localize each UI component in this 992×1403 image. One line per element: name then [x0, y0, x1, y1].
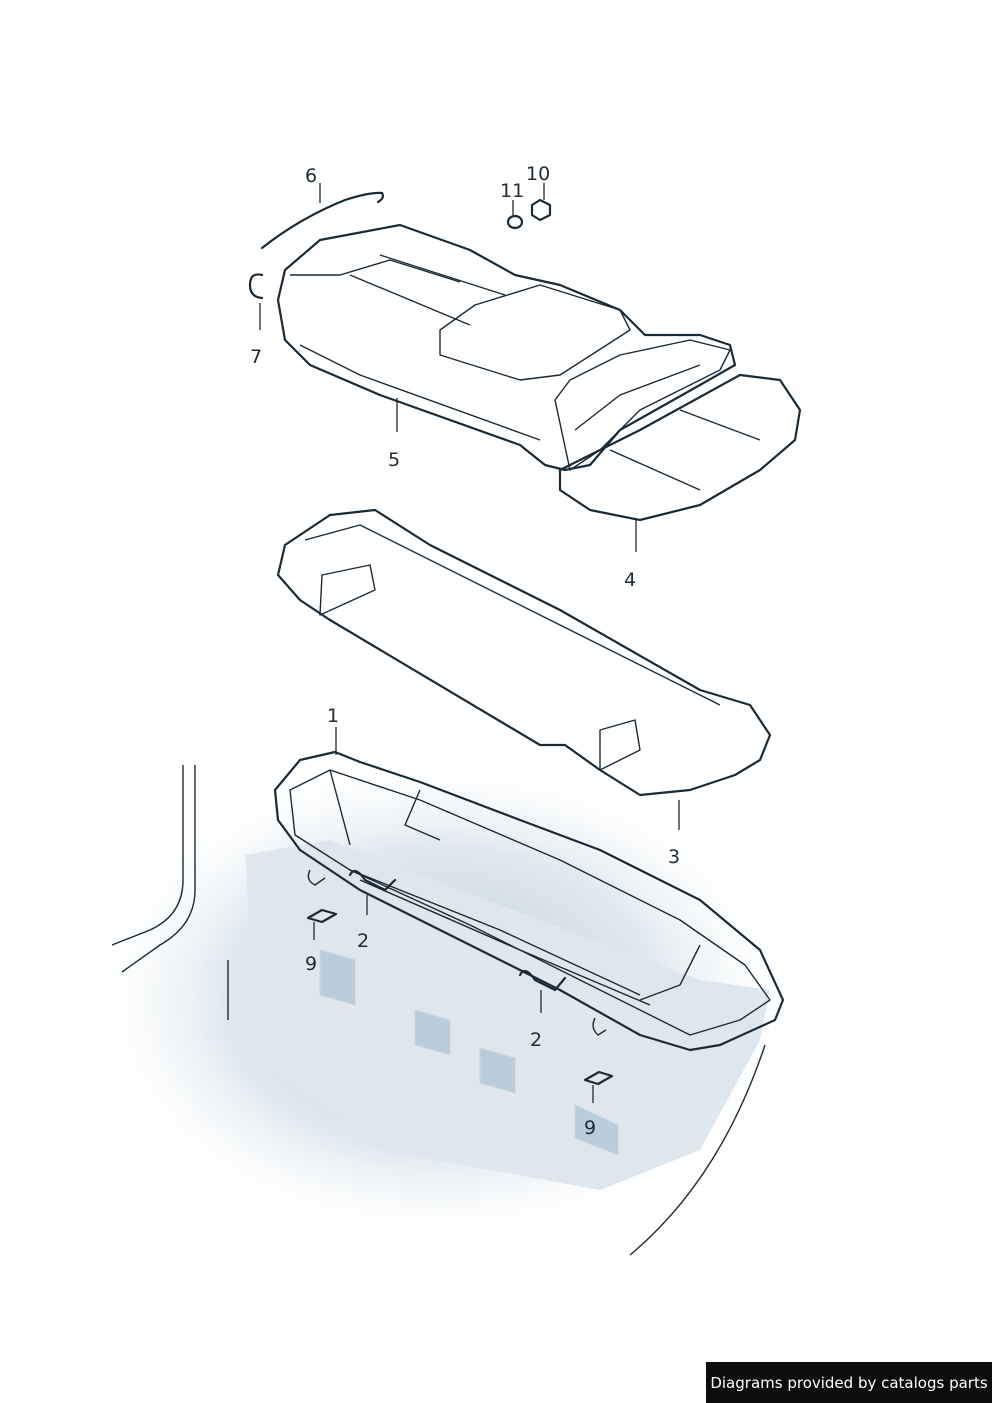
callout-7: 7 [250, 346, 262, 368]
credit-banner: Diagrams provided by catalogs parts [706, 1362, 992, 1403]
callout-9-right: 9 [584, 1117, 596, 1139]
callout-4: 4 [624, 569, 636, 591]
trim-wire-part-6 [260, 191, 384, 250]
clip-part-2-right [518, 969, 567, 992]
bracket-part-9-right [583, 1017, 614, 1086]
callout-2-left: 2 [357, 930, 369, 952]
leader-lines [259, 183, 680, 1103]
vehicle-floor-pan [110, 765, 770, 1256]
washer-part-11 [506, 214, 524, 230]
credit-text: Diagrams provided by catalogs parts [710, 1373, 988, 1392]
clip-part-2-left [348, 869, 397, 892]
callout-6: 6 [305, 165, 317, 187]
seat-frame-part-1 [273, 750, 785, 1052]
bracket-part-9-left [306, 869, 338, 924]
seat-cushion-foam-part-4 [558, 373, 802, 522]
clip-part-7 [248, 273, 264, 300]
seat-foam-part-3 [276, 508, 772, 797]
callout-9-left: 9 [305, 953, 317, 975]
callout-1: 1 [327, 705, 339, 727]
callout-10: 10 [526, 163, 550, 185]
nut-part-10 [530, 198, 552, 222]
seat-cover-part-5 [276, 223, 737, 472]
callout-2-right: 2 [530, 1029, 542, 1051]
callout-11: 11 [500, 180, 524, 202]
callout-3: 3 [668, 846, 680, 868]
callout-5: 5 [388, 449, 400, 471]
